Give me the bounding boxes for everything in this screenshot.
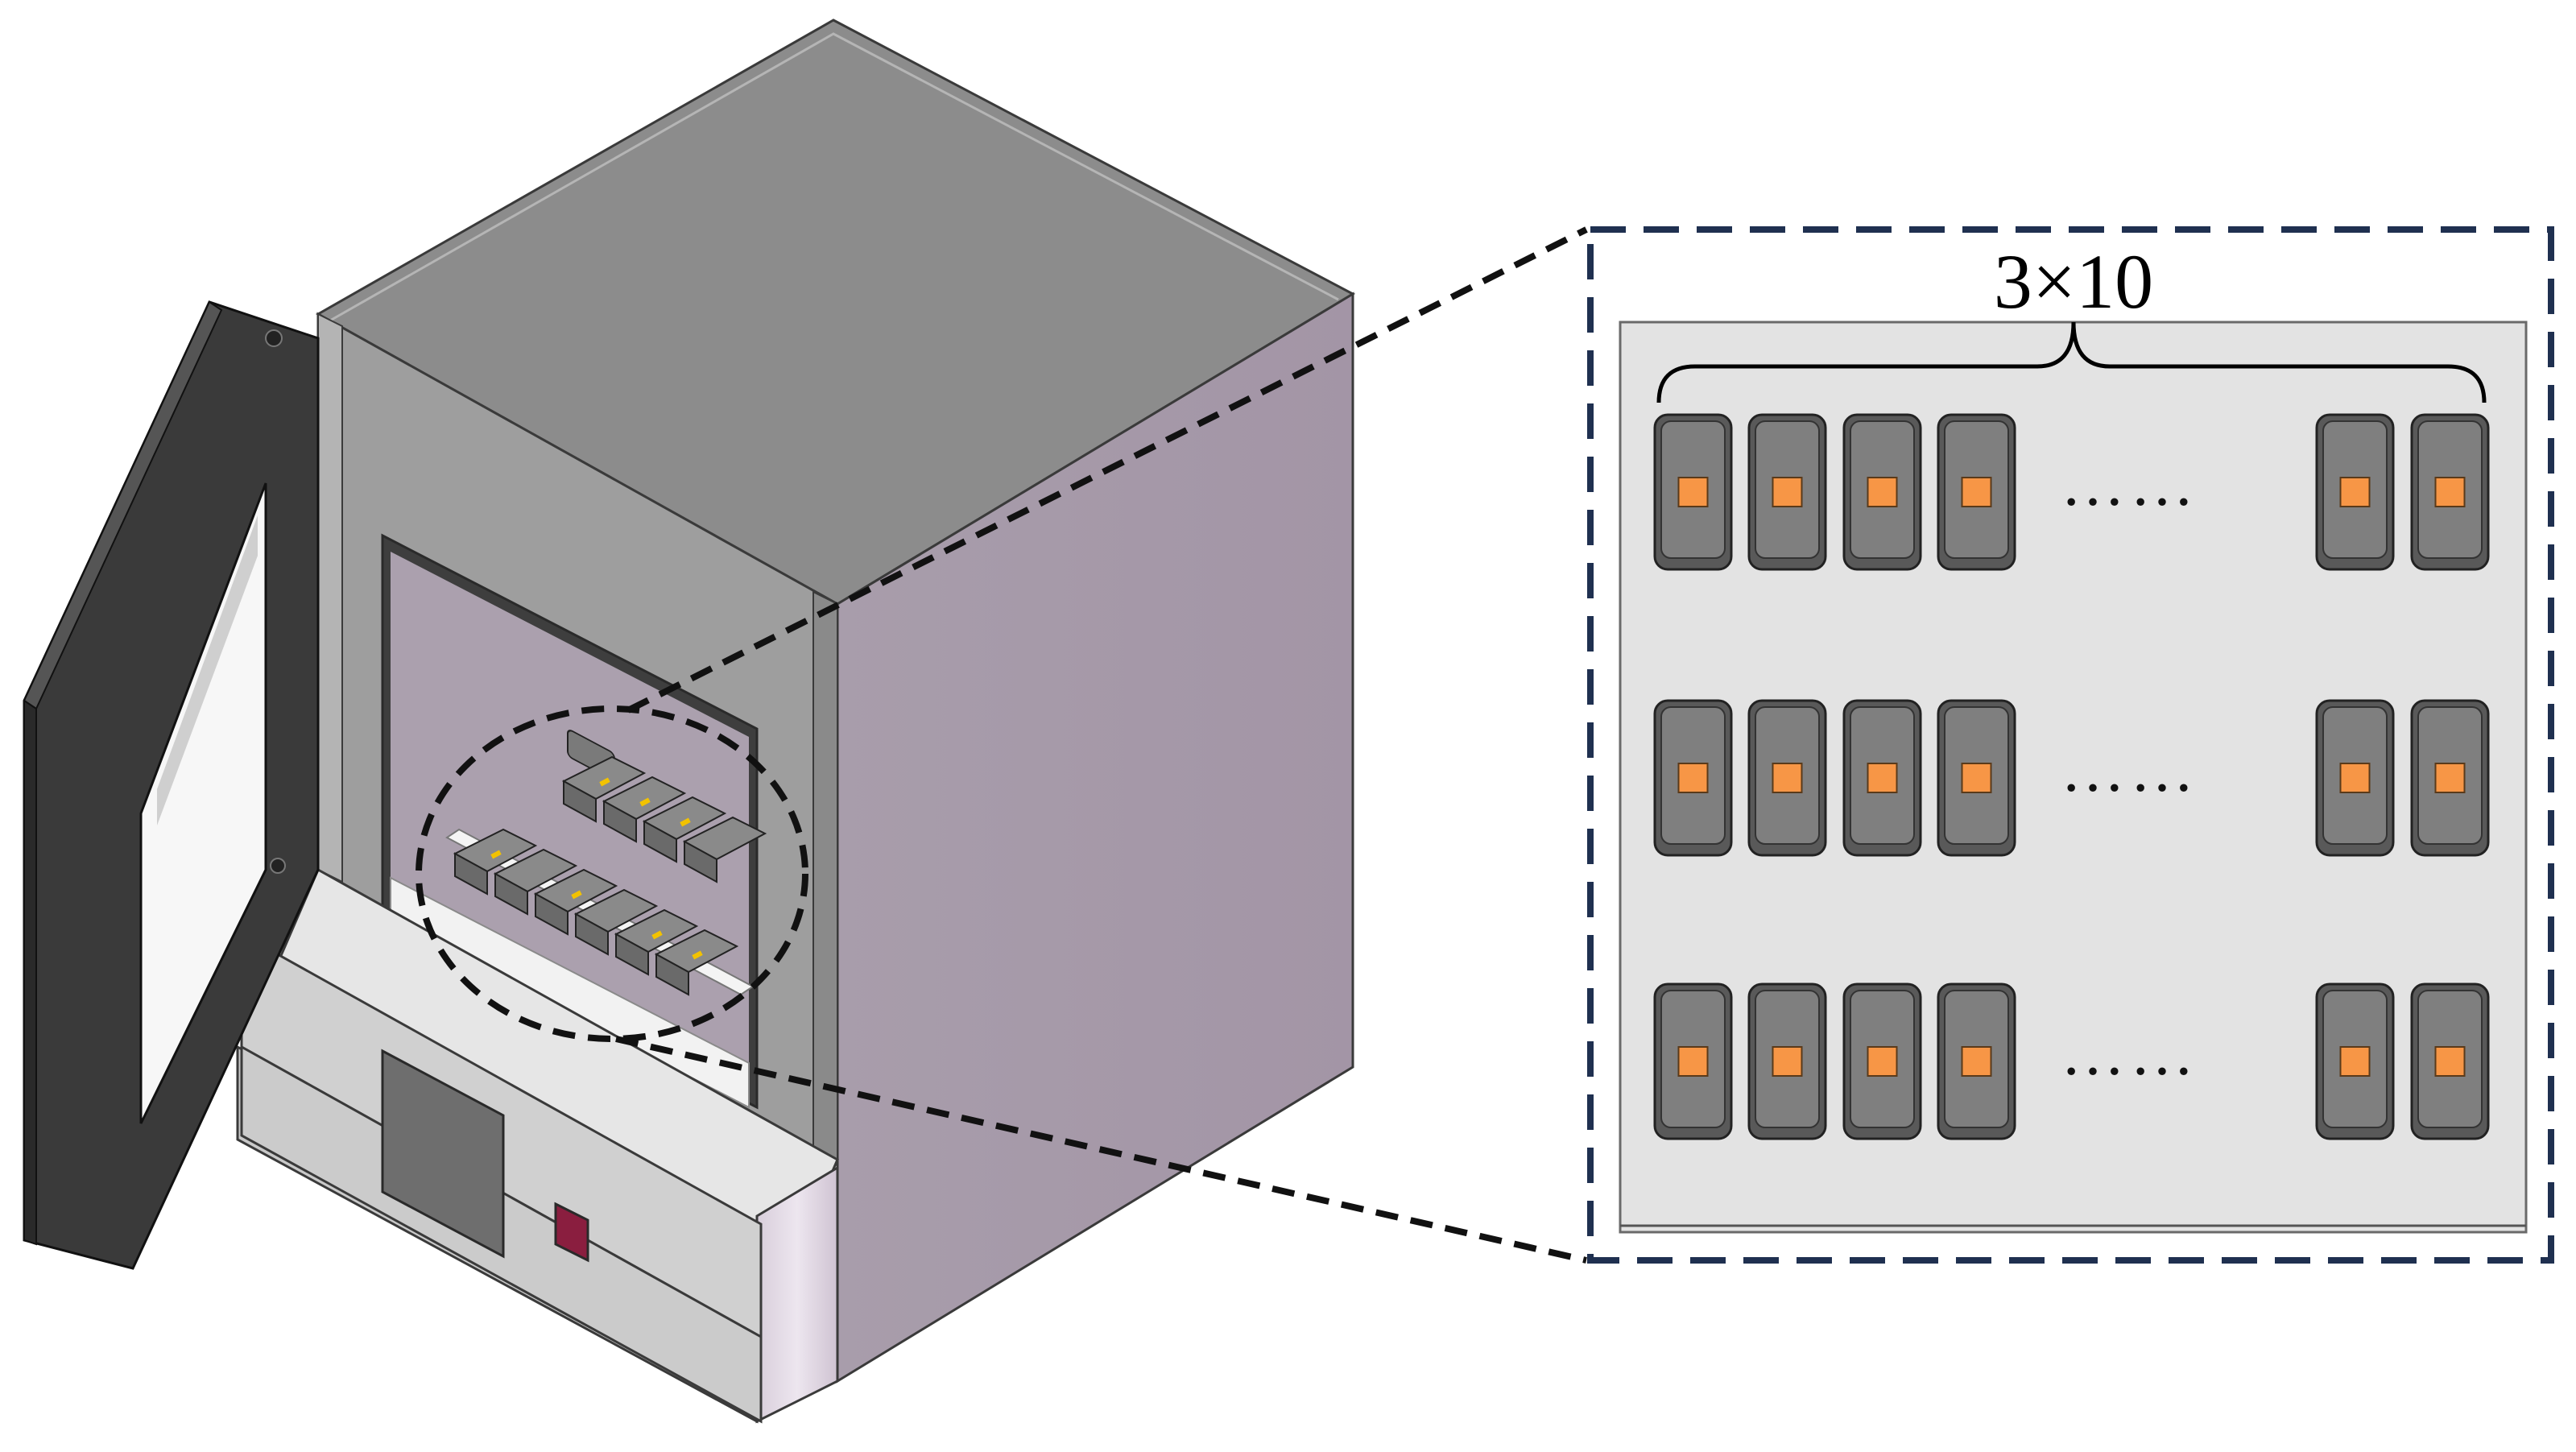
- sample-tray: [2315, 413, 2395, 571]
- door-window: [139, 482, 267, 1124]
- sample-tray: [1653, 982, 1733, 1140]
- sample-tray: [2315, 982, 2395, 1140]
- ellipsis-marker: ……: [2061, 449, 2199, 519]
- sample-square: [1677, 763, 1709, 793]
- sample-tray: [2410, 413, 2490, 571]
- sample-square: [2339, 763, 2371, 793]
- sample-tray: [2315, 699, 2395, 857]
- zoom-callout: [416, 226, 1588, 1264]
- tray-row-front: [453, 828, 739, 996]
- sample-tray: [1842, 699, 1922, 857]
- sample-square: [1677, 477, 1709, 507]
- tray-grid: …… …… ……: [1653, 413, 2490, 1140]
- sample-tray: [1842, 413, 1922, 571]
- ellipsis-marker: ……: [2061, 1018, 2199, 1089]
- control-button: [554, 1202, 589, 1263]
- grid-brace: [1656, 321, 2487, 403]
- sample-square: [1961, 763, 1992, 793]
- control-screen: [381, 1049, 505, 1259]
- sample-square: [1772, 477, 1803, 507]
- sample-square: [1867, 763, 1898, 793]
- zoom-line-top: [626, 226, 1588, 714]
- sample-square: [2339, 1046, 2371, 1077]
- sample-tray: [1842, 982, 1922, 1140]
- sample-tray: [1747, 413, 1827, 571]
- sample-square: [2434, 1046, 2466, 1077]
- sample-square: [1961, 1046, 1992, 1077]
- sample-square: [1772, 1046, 1803, 1077]
- tray-row-back: [561, 755, 767, 883]
- incubator-device: [23, 19, 1356, 1424]
- sample-tray: [1747, 699, 1827, 857]
- sample-square: [1677, 1046, 1709, 1077]
- sample-square: [1772, 763, 1803, 793]
- sample-square: [2339, 477, 2371, 507]
- sample-tray: [2410, 982, 2490, 1140]
- sample-square: [1867, 477, 1898, 507]
- sample-tray: [1937, 413, 2016, 571]
- zoom-ellipse: [416, 705, 808, 1042]
- door-hinge-hole: [265, 329, 283, 347]
- sample-square: [2434, 477, 2466, 507]
- grid-size-label: 3×10: [1994, 238, 2153, 325]
- sample-tray: [1747, 982, 1827, 1140]
- ellipsis-marker: ……: [2061, 734, 2199, 805]
- sample-tray: [1653, 699, 1733, 857]
- sample-square: [1961, 477, 1992, 507]
- detail-panel: 3×10 …… …… ……: [1587, 226, 2554, 1264]
- zoom-line-bottom: [615, 1036, 1587, 1264]
- sample-square: [1867, 1046, 1898, 1077]
- sample-square: [2434, 763, 2466, 793]
- sample-tray: [1937, 699, 2016, 857]
- sample-tray: [2410, 699, 2490, 857]
- sample-tray: [1937, 982, 2016, 1140]
- sample-tray: [1653, 413, 1733, 571]
